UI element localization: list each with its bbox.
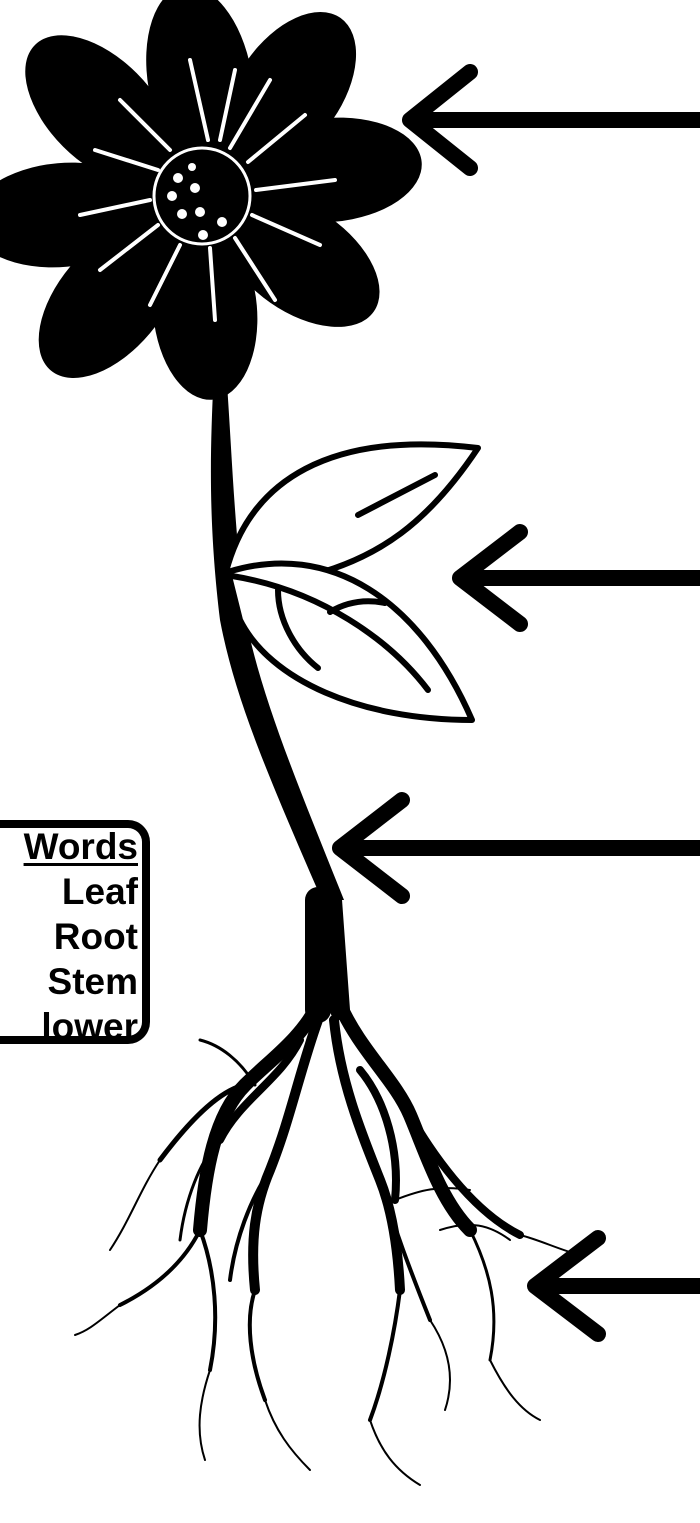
word-bank-item-flower: lower (41, 1006, 138, 1047)
stem (210, 370, 344, 900)
word-bank-item-root: Root (53, 916, 138, 957)
word-bank: Words Leaf Root Stem lower (0, 824, 138, 1049)
root-pointer-arrow (527, 1230, 700, 1342)
flower-pointer-arrow (402, 64, 700, 176)
stem-pointer-arrow (332, 792, 700, 904)
roots (74, 887, 581, 1486)
word-bank-item-stem: Stem (47, 961, 138, 1002)
flower-seeds (167, 163, 227, 240)
word-bank-item-leaf: Leaf (61, 871, 138, 912)
word-bank-title: Words (23, 826, 138, 867)
leaf-pointer-arrow (452, 524, 700, 632)
leaf-veins (229, 472, 438, 693)
petal-highlights (78, 58, 337, 322)
leaves (223, 441, 481, 723)
word-bank-box (0, 820, 150, 1044)
